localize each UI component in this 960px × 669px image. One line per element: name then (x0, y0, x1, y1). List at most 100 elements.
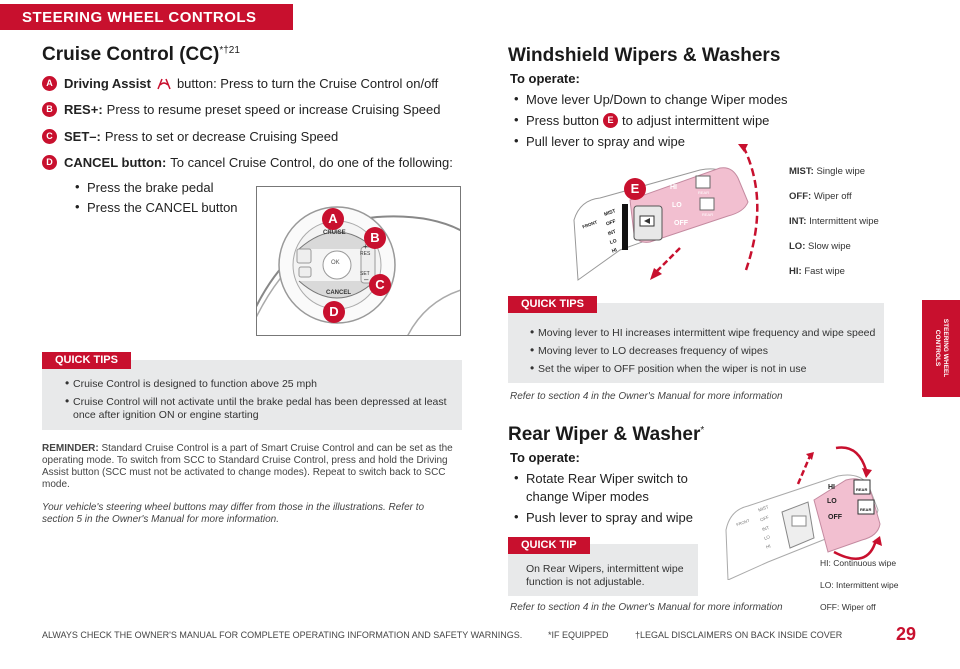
wiper-mode-mist: MIST: Single wipe (789, 166, 865, 177)
mode-value: Intermittent wipe (809, 216, 879, 227)
cruise-title-sup: *†21 (219, 45, 240, 56)
rear-switch-off: OFF (828, 514, 842, 521)
switch-mark-hi: HI (670, 184, 677, 191)
rear-tip-label: QUICK TIP (508, 537, 590, 554)
switch-rear-label: REAR (702, 212, 714, 217)
footer-warning: ALWAYS CHECK THE OWNER'S MANUAL FOR COMP… (42, 630, 523, 640)
wheel-ok-label: OK (331, 260, 340, 266)
reminder-text: Standard Cruise Control is a part of Sma… (42, 443, 453, 490)
switch-mark-lo: LO (672, 202, 682, 209)
item-label: SET–: (64, 129, 101, 144)
rear-lever-illustration: HI LO OFF REAR REAR MIST OFF INT LO HI F… (718, 440, 888, 581)
rear-mode-off: OFF: Wiper off (820, 602, 876, 612)
mode-key: HI: (789, 266, 802, 277)
rear-lever-drawing (725, 446, 882, 581)
rear-switch-rear-label: REAR (860, 507, 872, 512)
marker-b: B (364, 227, 386, 249)
wipers-bullet: Move lever Up/Down to change Wiper modes (514, 91, 788, 107)
side-tab: STEERING WHEEL CONTROLS (922, 300, 960, 397)
mode-key: INT: (789, 216, 807, 227)
cruise-item-c: C SET–: Press to set or decrease Cruisin… (42, 129, 338, 144)
steering-wheel-drawing (257, 206, 460, 335)
wiper-mode-off: OFF: Wiper off (789, 191, 852, 202)
side-tab-label: STEERING WHEEL CONTROLS (934, 318, 949, 378)
footer-legal: †LEGAL DISCLAIMERS ON BACK INSIDE COVER (635, 630, 843, 640)
rear-switch-rear-label: REAR (856, 487, 868, 492)
wheel-minus: – (364, 275, 369, 284)
rear-title-sup: * (700, 425, 705, 436)
bullet-text: Press button (526, 113, 599, 128)
section-title: STEERING WHEEL CONTROLS (22, 9, 257, 26)
rear-mode-hi: HI: Continuous wipe (820, 558, 897, 568)
switch-rear-label: REAR (698, 190, 710, 195)
letter-badge: B (42, 102, 57, 117)
wheel-cruise-label: CRUISE (323, 230, 346, 236)
wipers-bullet-e: Press button E to adjust intermittent wi… (514, 112, 770, 128)
letter-badge: D (42, 155, 57, 170)
wheel-set-label: SET (360, 271, 370, 277)
mode-value: Single wipe (816, 166, 866, 177)
mode-key: OFF: (789, 191, 812, 202)
wipers-tip: Moving lever to HI increases intermitten… (530, 326, 878, 340)
cruise-bullet: Press the CANCEL button (75, 199, 238, 215)
driving-assist-icon (157, 78, 171, 89)
rear-tip-text: function is not adjustable. (526, 576, 645, 588)
wiper-mode-hi: HI: Fast wipe (789, 266, 845, 277)
cruise-tip: Cruise Control will not activate until t… (65, 395, 453, 422)
mode-value: Wiper off (813, 191, 852, 202)
cruise-item-b: B RES+: Press to resume preset speed or … (42, 102, 441, 117)
rear-bullet-cont: change Wiper modes (526, 489, 649, 504)
steering-wheel-illustration: CRUISE CANCEL OK + RES SET – (256, 186, 461, 336)
wipers-bullet: Pull lever to spray and wipe (514, 133, 685, 149)
rear-switch-lo: LO (827, 498, 837, 505)
cruise-tip: Cruise Control is designed to function a… (65, 377, 453, 391)
bullet-text: to adjust intermittent wipe (622, 113, 770, 128)
wipers-title: Windshield Wipers & Washers (508, 45, 781, 66)
item-text: button: Press to turn the Cruise Control… (176, 76, 439, 91)
rear-title: Rear Wiper & Washer (508, 424, 701, 445)
wiper-mode-int: INT: Intermittent wipe (789, 216, 879, 227)
letter-badge-e: E (603, 113, 618, 128)
cruise-title: Cruise Control (CC) (42, 44, 220, 65)
rear-bullet: Push lever to spray and wipe (514, 509, 693, 525)
wipers-tip: Set the wiper to OFF position when the w… (530, 362, 878, 376)
rear-tip-text: On Rear Wipers, intermittent wipe (526, 563, 684, 575)
mode-value: Fast wipe (804, 266, 845, 277)
wiper-lever-illustration: MIST OFF INT LO HI FRONT HI LO OFF REAR … (560, 140, 780, 290)
marker-c: C (369, 274, 391, 296)
wheel-plus: + (363, 242, 368, 251)
letter-badge: A (42, 76, 57, 91)
rear-mode-lo: LO: Intermittent wipe (820, 580, 899, 590)
marker-e: E (624, 178, 646, 200)
item-text: Press to resume preset speed or increase… (106, 102, 441, 117)
wipers-tips-label: QUICK TIPS (508, 296, 597, 313)
rear-heading: Rear Wiper & Washer* (508, 424, 704, 446)
wheel-res-label: RES (360, 251, 371, 257)
item-label: Driving Assist (64, 76, 151, 91)
wipers-operate-label: To operate: (510, 71, 580, 86)
wiper-lever-drawing (573, 144, 759, 281)
mode-value: Slow wipe (808, 241, 851, 252)
marker-a: A (322, 208, 344, 230)
marker-d: D (323, 301, 345, 323)
page-number: 29 (896, 624, 917, 644)
letter-badge: C (42, 129, 57, 144)
cruise-item-a: A Driving Assist button: Press to turn t… (42, 76, 438, 91)
reminder: REMINDER: Standard Cruise Control is a p… (42, 443, 456, 491)
cruise-item-d: D CANCEL button: To cancel Cruise Contro… (42, 155, 453, 170)
wipers-tip: Moving lever to LO decreases frequency o… (530, 344, 878, 358)
switch-mark-off: OFF (674, 220, 688, 227)
rear-bullet: Rotate Rear Wiper switch to (514, 470, 688, 486)
section-header: STEERING WHEEL CONTROLS (0, 4, 293, 30)
rear-refer: Refer to section 4 in the Owner's Manual… (510, 602, 783, 613)
mode-key: LO: (789, 241, 806, 252)
item-text: Press to set or decrease Cruising Speed (104, 129, 339, 144)
rear-operate-label: To operate: (510, 450, 580, 465)
wheel-cancel-label: CANCEL (326, 290, 351, 296)
item-label: RES+: (64, 102, 103, 117)
wiper-mode-lo: LO: Slow wipe (789, 241, 851, 252)
cruise-bullet: Press the brake pedal (75, 179, 214, 195)
item-label: CANCEL button: (64, 155, 167, 170)
mode-key: MIST: (789, 166, 814, 177)
cruise-heading: Cruise Control (CC)*†21 (42, 44, 240, 66)
